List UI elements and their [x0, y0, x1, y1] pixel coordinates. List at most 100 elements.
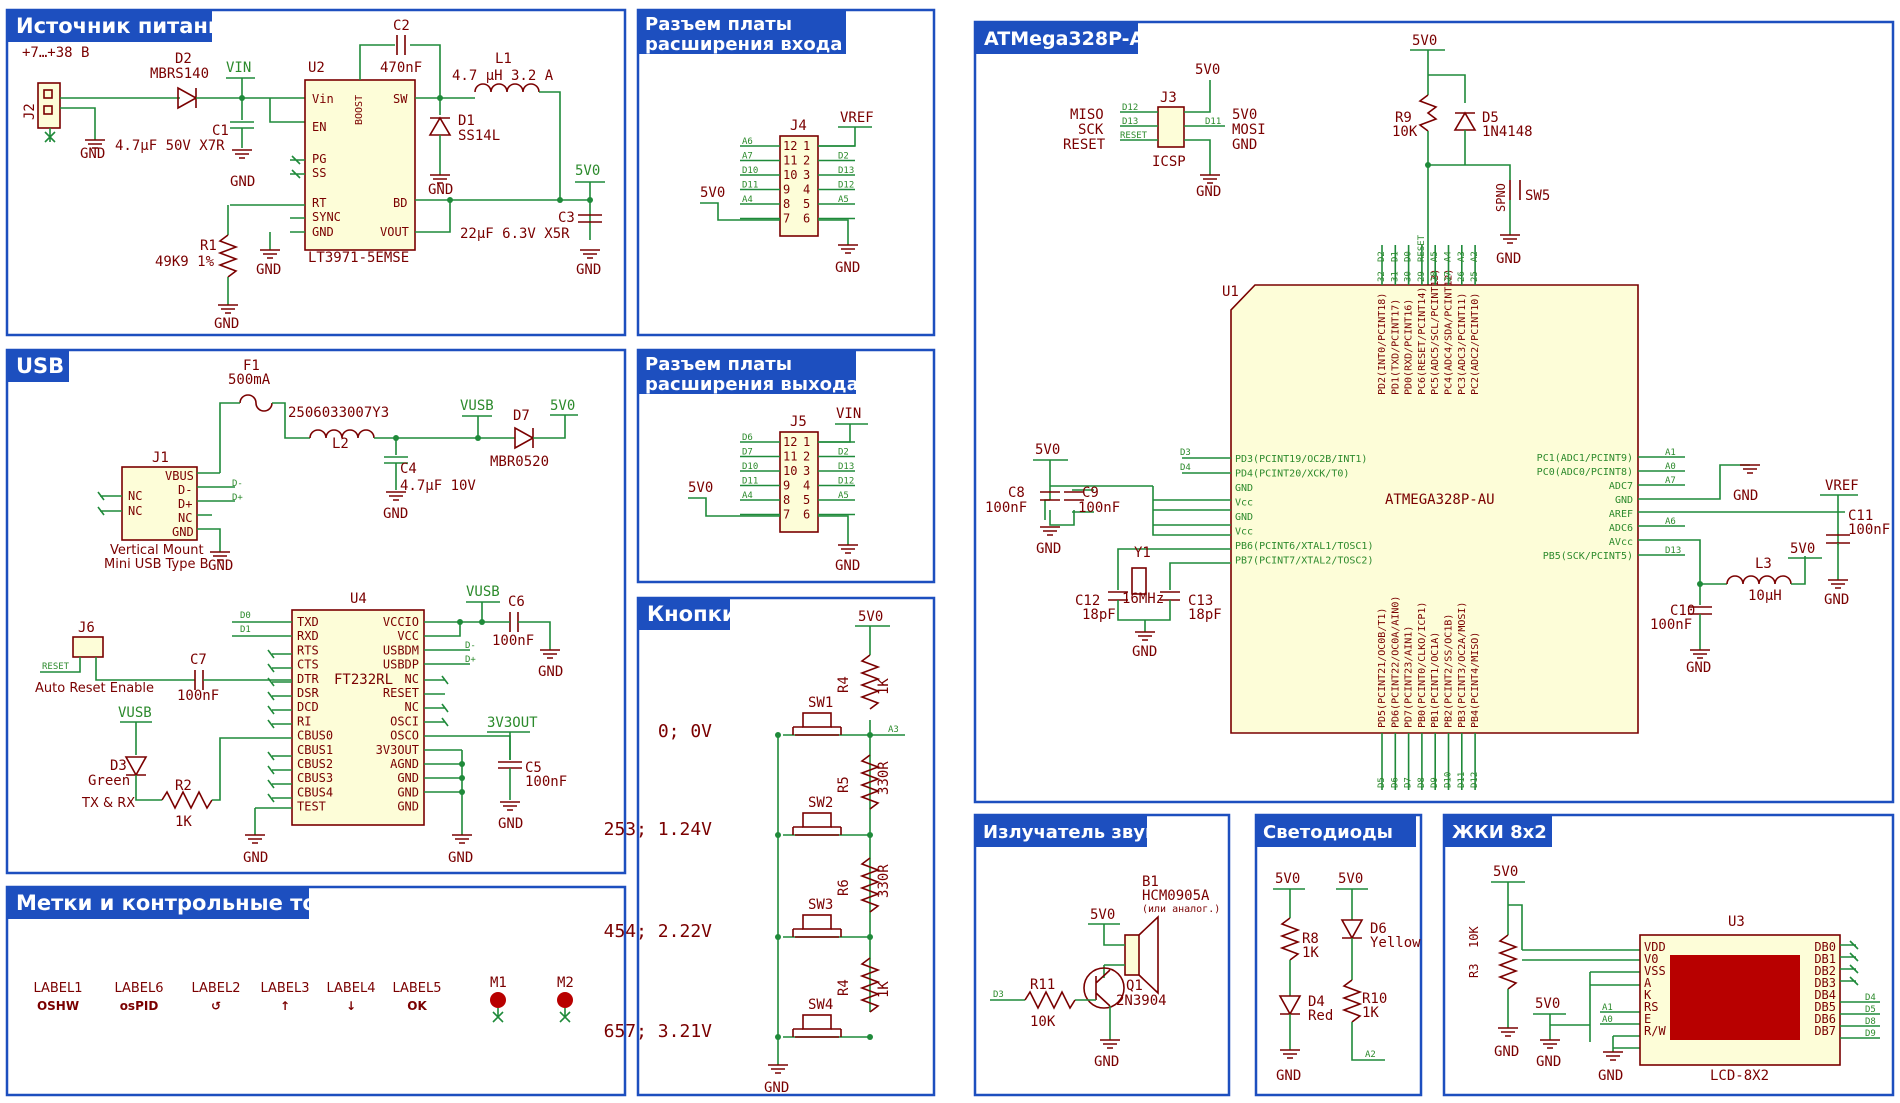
u1-left-pin: Vcc: [1235, 527, 1253, 538]
vusb-net-label: VUSB: [460, 398, 494, 414]
header-right-net: A5: [838, 195, 849, 205]
vref-net-j4: VREF: [840, 110, 874, 126]
l3-value: 10µH: [1748, 588, 1782, 604]
u3-part: LCD-8X2: [1710, 1068, 1769, 1084]
u1-left-pin: PD3(PCINT19/OC2B/INT1): [1235, 454, 1367, 465]
net-5v-j4: 5V0: [700, 185, 725, 201]
panel-usb-frame: [5, 348, 627, 875]
u4-net-d0: D0: [240, 611, 251, 621]
d3-desc: TX & RX: [81, 796, 135, 811]
r3-value: 10K: [1467, 926, 1481, 948]
j1-net-dm: D-: [232, 479, 243, 489]
u2-ref: U2: [308, 60, 325, 76]
u1-bottom-pin: PB0(PCINT0/CLKO/ICP1): [1417, 602, 1428, 728]
panel-labels-title: Метки и контрольные точки: [16, 891, 360, 915]
c7-value: 100nF: [177, 688, 219, 704]
gnd-label-j5: GND: [835, 558, 860, 574]
j1-pin-nc: NC: [178, 511, 192, 525]
d6-ref: D6: [1370, 921, 1387, 937]
d7-value: MBR0520: [490, 454, 549, 470]
u1-bottom-net: D6: [1390, 777, 1400, 788]
label-item-sub: ↑: [280, 999, 290, 1013]
u4-left-pin: TEST: [297, 800, 326, 814]
r10-resistor: [1341, 979, 1363, 1023]
r3-ref: R3: [1467, 964, 1481, 978]
vin-net-label: VIN: [226, 60, 251, 76]
j1-pin-dm: D-: [178, 483, 192, 497]
gnd-label-c1: GND: [230, 174, 255, 190]
gnd-label-j1: GND: [208, 558, 233, 574]
u4-left-pin: CBUS1: [297, 743, 333, 757]
u2-pin-vout: VOUT: [380, 225, 409, 239]
r9-value: 10K: [1392, 124, 1418, 140]
ladder-resistor: [859, 654, 881, 710]
label-item-name: LABEL1: [33, 981, 82, 996]
lcd-right-pin: DB1: [1814, 952, 1836, 966]
lcd-left-pin: R/W: [1644, 1024, 1666, 1038]
panel-exp-in-title-1: Разъем платы: [645, 14, 792, 35]
u1-bottom-net: D8: [1417, 777, 1427, 788]
header-left-pin: 12: [783, 435, 797, 449]
icsp-5v: 5V0: [1232, 107, 1257, 123]
d7-ref: D7: [513, 408, 530, 424]
ladder-resistor: [859, 957, 881, 1013]
u1-right-pin: PC0(ADC0/PCINT8): [1537, 467, 1633, 478]
b1-part: HCM0905A: [1142, 888, 1210, 904]
labels-circuit: LABEL1OSHWLABEL6osPIDLABEL2↺LABEL3↑LABEL…: [33, 975, 574, 1023]
vusb-net-u4: VUSB: [466, 584, 500, 600]
header-left-net: D7: [742, 448, 753, 458]
panel-leds-frame: [1254, 813, 1423, 1097]
u1-left-pin: GND: [1235, 512, 1253, 523]
panel-lcd-frame: [1442, 813, 1895, 1097]
c10-ref: C10: [1670, 603, 1695, 619]
j2-ref: J2: [22, 103, 38, 120]
u4-right-pin: NC: [405, 672, 419, 686]
d5-ref: D5: [1482, 110, 1499, 126]
c4-ref: C4: [400, 461, 417, 477]
gnd-label-u2: GND: [256, 262, 281, 278]
gnd-label-c6: GND: [538, 664, 563, 680]
power-supply-circuit: +7…+38 В J2 GND D2 MBRS140 VIN C1 4.7µF …: [22, 18, 605, 332]
u2-chip: [304, 79, 416, 251]
c5-value: 100nF: [525, 774, 567, 790]
u4-left-pin: RI: [297, 714, 311, 728]
gnd-label-buzzer: GND: [1094, 1054, 1119, 1070]
r10-ref: R10: [1362, 991, 1387, 1007]
j1-net-dp: D+: [232, 493, 243, 503]
c7-ref: C7: [190, 652, 207, 668]
net-5v-buttons: 5V0: [858, 609, 883, 625]
u1-bottom-pin: PB4(PCINT4/MISO): [1470, 632, 1481, 728]
u1-bottom-pin: PB1(PCINT1/OC1A): [1430, 632, 1441, 728]
net-5v-usb: 5V0: [550, 398, 575, 414]
panel-lcd-title: ЖКИ 8x2: [1452, 822, 1547, 843]
c12-value: 18pF: [1082, 607, 1116, 623]
c4-value: 4.7µF 10V: [400, 478, 476, 494]
u1-top-num: 25: [1470, 271, 1480, 282]
b1-buzzer: [1124, 934, 1140, 976]
l3-inductor: [1726, 575, 1792, 585]
header-right-net: D2: [838, 448, 849, 458]
gnd-label-leds: GND: [1276, 1068, 1301, 1084]
u4-left-pin: DSR: [297, 686, 319, 700]
q1-transistor: [1083, 967, 1125, 1009]
header-right-pin: 2: [803, 450, 810, 464]
c13-value: 18pF: [1188, 607, 1222, 623]
lcd-net-a0: A0: [1602, 1015, 1613, 1025]
panel-labels-frame: [5, 885, 627, 1097]
switch-2: [802, 812, 832, 828]
u1-top-pin: PC2(ADC2/PCINT10): [1470, 293, 1481, 395]
u4-right-pin: GND: [397, 800, 419, 814]
u2-pin-rt: RT: [312, 196, 326, 210]
gnd-label-y1: GND: [1132, 644, 1157, 660]
button-adc-level: 657; 3.21V: [604, 1021, 713, 1042]
u1-right-pin: ADC6: [1609, 523, 1633, 534]
u4-left-pin: DTR: [297, 672, 319, 686]
header-left-pin: 8: [783, 197, 790, 211]
u2-pin-boost: BOOST: [354, 95, 365, 125]
u1-left-pins: PD3(PCINT19/OC2B/INT1)PD4(PCINT20/XCK/T0…: [1235, 454, 1373, 567]
u1-right-pin: GND: [1615, 495, 1633, 506]
ladder-resistor: [859, 754, 881, 810]
j6-net-reset: RESET: [42, 662, 70, 672]
